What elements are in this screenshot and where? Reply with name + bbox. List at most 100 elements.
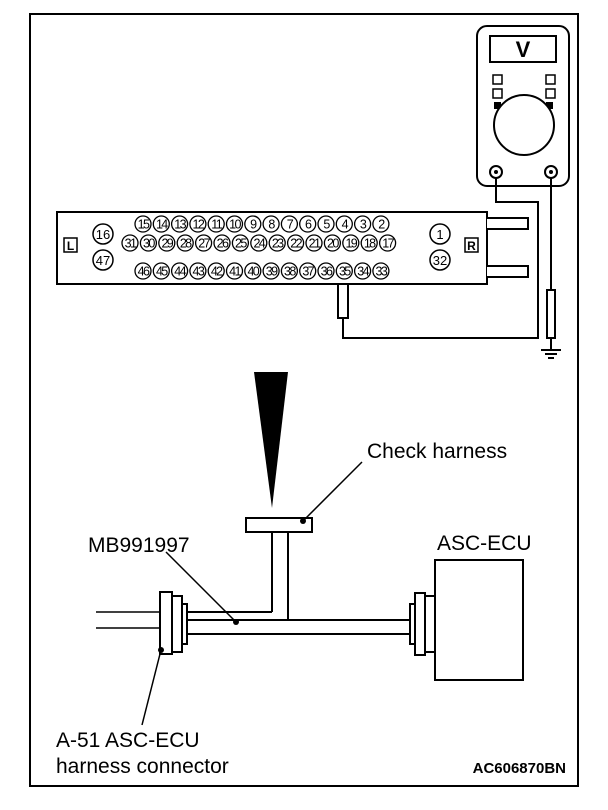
connector-pin-outline xyxy=(250,234,268,252)
connector-pin-38: 38 xyxy=(284,265,296,279)
connector-pin-7: 7 xyxy=(287,218,294,232)
label-check-harness: Check harness xyxy=(367,440,507,463)
connector-pin-6: 6 xyxy=(305,218,312,232)
meter-leads xyxy=(342,178,552,339)
connector-pin-outline xyxy=(225,215,244,233)
connector-pin-3: 3 xyxy=(360,218,367,232)
label-harness-line1: A-51 ASC-ECU xyxy=(56,729,200,752)
connector-pin-outline xyxy=(286,234,305,252)
connector-pin-outline xyxy=(317,215,335,233)
pin-right-bottom: 32 xyxy=(433,253,447,268)
connector-pin-outline xyxy=(360,234,378,252)
pin-right-top: 1 xyxy=(436,227,443,242)
connector-pin-11: 11 xyxy=(211,218,222,232)
connector-pin-outline xyxy=(207,262,225,280)
connector-pin-outline xyxy=(244,215,262,233)
figure-code: AC606870BN xyxy=(473,760,566,777)
connector-pin-outline xyxy=(305,234,323,252)
connector-pin-23: 23 xyxy=(272,237,284,251)
label-mb991997: MB991997 xyxy=(88,534,190,557)
connector-pin-outline xyxy=(299,262,317,280)
connector-pin-20: 20 xyxy=(327,237,339,251)
connector-pin-19: 19 xyxy=(345,237,357,251)
connector-pin-33: 33 xyxy=(376,265,388,279)
connector-pin-outline xyxy=(194,234,213,252)
connector-pin-18: 18 xyxy=(364,237,376,251)
asc-ecu-box xyxy=(434,559,524,681)
harness-connector-a51 xyxy=(96,591,188,655)
connector-pin-outline xyxy=(152,215,170,233)
connector-pin-outline xyxy=(299,215,317,233)
connector-pin-45: 45 xyxy=(156,265,168,279)
voltmeter: V xyxy=(476,25,570,187)
connector-pin-5: 5 xyxy=(323,218,330,232)
connector-pin-28: 28 xyxy=(180,237,192,251)
connector-pin-12: 12 xyxy=(193,218,205,232)
pin-left-top: 16 xyxy=(96,227,110,242)
connector-pin-13: 13 xyxy=(174,218,186,232)
connector-pin-outline xyxy=(170,262,189,280)
connector-pin-outline xyxy=(317,262,335,280)
connector-pin-outline xyxy=(353,262,372,280)
connector-pin-outline xyxy=(335,262,353,280)
connector-pin-24: 24 xyxy=(253,237,265,251)
connector-pin-42: 42 xyxy=(211,265,223,279)
connector-pin-outline xyxy=(134,262,152,280)
connector-pin-46: 46 xyxy=(138,265,150,279)
connector-pin-8: 8 xyxy=(268,218,275,232)
connector-pin-2: 2 xyxy=(378,218,385,232)
connector-pin-outline xyxy=(353,215,372,233)
connector-pin-outline xyxy=(176,234,194,252)
connector-pin-outline xyxy=(372,262,390,280)
connector-pin-outline xyxy=(378,234,397,252)
connector-pin-9: 9 xyxy=(250,218,257,232)
connector-pin-21: 21 xyxy=(309,237,321,251)
connector-pin-outline xyxy=(335,215,353,233)
connector-pin-10: 10 xyxy=(229,218,241,232)
connector-pin-15: 15 xyxy=(138,218,150,232)
connector-pin-outline xyxy=(262,262,280,280)
connector-pin-outline xyxy=(158,234,176,252)
label-harness-line2: harness connector xyxy=(56,755,229,778)
connector-pin-44: 44 xyxy=(174,265,186,279)
connector-pin-22: 22 xyxy=(290,237,302,251)
connector-pin-outline xyxy=(268,234,286,252)
connector-pin-outline xyxy=(207,215,225,233)
connector-marker-left: L xyxy=(67,239,74,253)
connector-pin-37: 37 xyxy=(302,265,314,279)
connector-pin-outline xyxy=(342,234,360,252)
ground-probe xyxy=(541,289,561,359)
connector-pin-31: 31 xyxy=(125,237,137,251)
diagram-frame xyxy=(29,13,579,787)
connector-pin-30: 30 xyxy=(143,237,155,251)
connector-pin-43: 43 xyxy=(193,265,205,279)
connector-pin-outline xyxy=(189,215,207,233)
connector-pin-outline xyxy=(134,215,152,233)
connector-pin-outline xyxy=(231,234,250,252)
asc-ecu-unit xyxy=(409,559,524,681)
connector-pin-17: 17 xyxy=(382,237,394,251)
connector-pin-39: 39 xyxy=(266,265,278,279)
connector-marker-right: R xyxy=(467,239,476,253)
connector-pin-34: 34 xyxy=(357,265,369,279)
connector-pin-26: 26 xyxy=(217,237,229,251)
voltmeter-symbol: V xyxy=(516,37,531,62)
connector-pin-4: 4 xyxy=(342,218,349,232)
connector-pin-outline xyxy=(244,262,262,280)
leader-lines xyxy=(141,461,363,726)
connector-pin-outline xyxy=(225,262,244,280)
connector-pin-outline xyxy=(280,215,299,233)
voltmeter-dial xyxy=(493,94,555,156)
check-harness xyxy=(186,517,410,635)
connector-pin-outline xyxy=(280,262,299,280)
connector-pin-outline xyxy=(213,234,231,252)
connector-pin-outline xyxy=(372,215,390,233)
connector-pin-outline xyxy=(189,262,207,280)
connector-pin-outline xyxy=(152,262,170,280)
connector-pin-25: 25 xyxy=(235,237,247,251)
connector-pin-14: 14 xyxy=(156,218,168,232)
probe-direction-arrow xyxy=(254,372,288,508)
